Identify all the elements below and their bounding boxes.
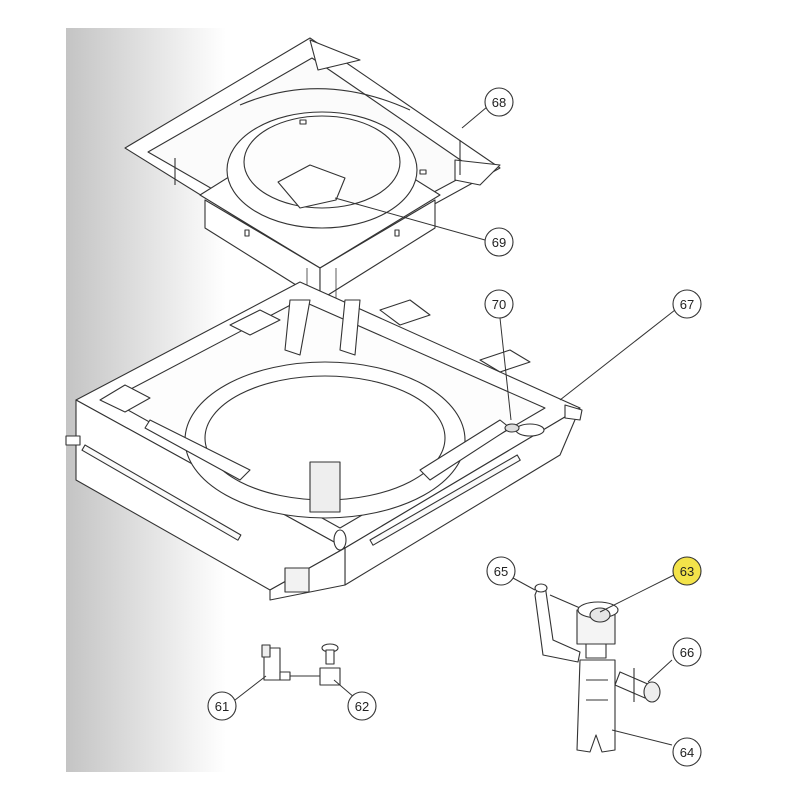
callout-70-circle — [484, 289, 514, 319]
callout-67-circle — [672, 289, 702, 319]
callout-66[interactable]: 66 — [672, 637, 702, 667]
part-64-pump-bracket — [576, 659, 616, 753]
callout-65[interactable]: 65 — [486, 556, 516, 586]
callout-62[interactable]: 62 — [347, 691, 377, 721]
callout-61[interactable]: 61 — [207, 691, 237, 721]
callout-68-circle — [484, 87, 514, 117]
callout-61-label: 61 — [215, 699, 229, 714]
callout-69-circle — [484, 227, 514, 257]
callout-69-label: 69 — [492, 235, 506, 250]
callout-62-label: 62 — [355, 699, 369, 714]
callout-68-label: 68 — [492, 95, 506, 110]
part-67-base-pan — [65, 281, 583, 601]
callout-70[interactable]: 70 — [484, 289, 514, 319]
callout-63-circle — [672, 556, 702, 586]
part-65-drain-hose — [534, 583, 581, 663]
callout-68[interactable]: 68 — [484, 87, 514, 117]
callout-61-circle — [207, 691, 237, 721]
part-66-drain-socket — [614, 668, 661, 703]
callout-67-label: 67 — [680, 297, 694, 312]
callout-64[interactable]: 64 — [672, 737, 702, 767]
callout-63[interactable]: 63 — [672, 556, 702, 586]
callout-66-circle — [672, 637, 702, 667]
callout-66-label: 66 — [680, 645, 694, 660]
callout-67[interactable]: 67 — [672, 289, 702, 319]
part-62 — [319, 643, 341, 686]
callout-64-circle — [672, 737, 702, 767]
callout-64-label: 64 — [680, 745, 694, 760]
callout-70-label: 70 — [492, 297, 506, 312]
callout-69[interactable]: 69 — [484, 227, 514, 257]
part-68-frame — [124, 37, 501, 301]
callout-63-label: 63 — [680, 564, 694, 579]
part-63-drain-pump — [576, 601, 619, 659]
part-61 — [261, 644, 325, 681]
leader-lines — [234, 106, 676, 746]
callout-65-circle — [486, 556, 516, 586]
callout-62-circle — [347, 691, 377, 721]
callout-65-label: 65 — [494, 564, 508, 579]
